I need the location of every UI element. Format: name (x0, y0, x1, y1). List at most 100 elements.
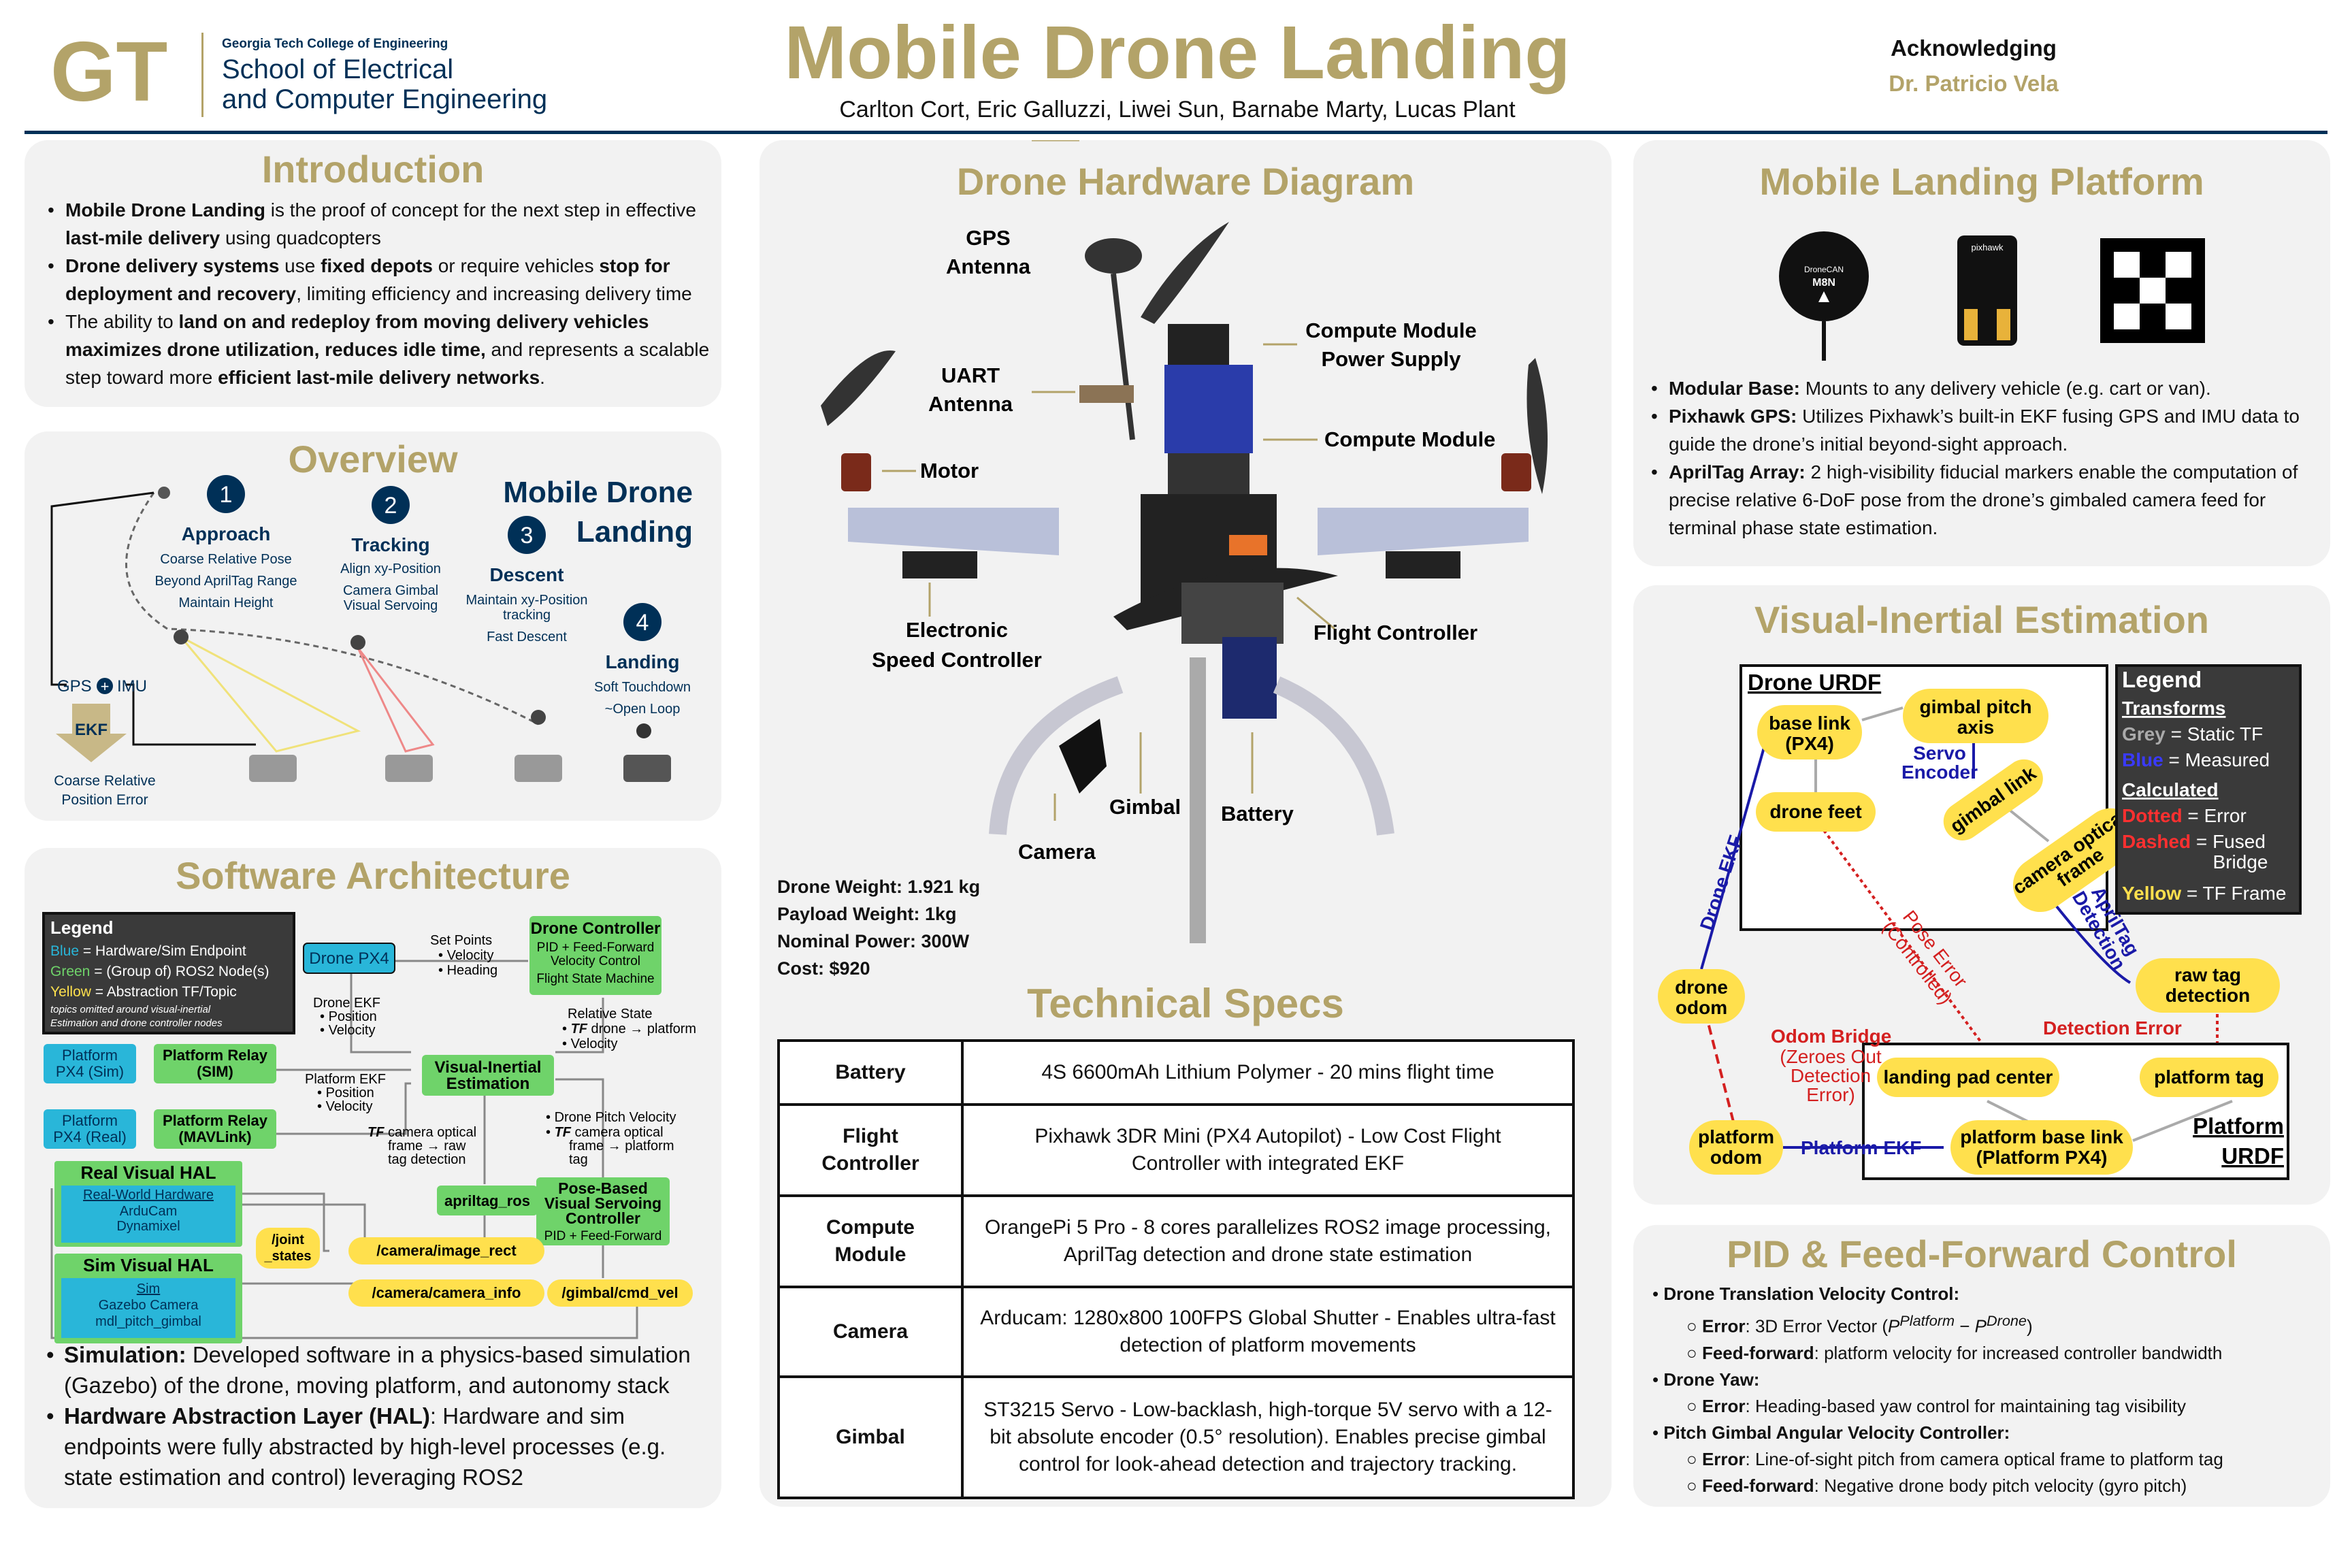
edge-pose-error (1814, 818, 1982, 1043)
gimbal-cmd-box (547, 1279, 693, 1307)
drone-icon-5 (636, 723, 651, 738)
setpoints-velocity: • Velocity (438, 948, 494, 963)
gps-antenna-part (1085, 238, 1142, 274)
software-legend-blue: Blue = Hardware/Sim Endpoint (50, 943, 246, 959)
vie-legend-dotted: Dotted = Error (2122, 805, 2247, 826)
step-4-line1: Soft Touchdown (594, 680, 691, 695)
vie-legend-title: Legend (2122, 667, 2202, 692)
uart-antenna-line1: UART (941, 363, 1000, 387)
real-hw-label: Real-World Hardware (83, 1188, 214, 1203)
raw-tag-line2: detection (2166, 985, 2250, 1006)
compute-power-supply-part (1168, 324, 1229, 365)
nominal-power: Nominal Power: 300W (777, 931, 970, 951)
step-3-line3: Fast Descent (487, 630, 567, 644)
platform-relay-sim-line2: (SIM) (197, 1063, 233, 1080)
camera-tf-line1: TF camera optical (368, 1125, 476, 1140)
intro-b3-bold: land on and redeploy from moving deliver… (65, 311, 649, 360)
platform-b2-text: Utilizes Pixhawk’s built-in EKF fusing G… (1669, 406, 2300, 455)
step-2-line3: Visual Servoing (344, 598, 438, 613)
arm-right (1318, 508, 1529, 555)
software-title: Software Architecture (176, 854, 570, 897)
step-3: 3 Descent Maintain xy-Position tracking … (466, 516, 587, 644)
drone-odom-line1: drone (1675, 977, 1728, 998)
drone-controller-line1: PID + Feed-Forward (537, 941, 655, 955)
gps-brand-text: DroneCAN (1804, 265, 1844, 274)
landing-gear-right (1273, 676, 1394, 836)
spec-value: ST3215 Servo - Low-backlash, high-torque… (961, 1375, 1575, 1499)
apriltag-ros-node: apriltag_ros (437, 1186, 538, 1215)
drone-cost: Cost: $920 (777, 958, 870, 979)
gimbal-pitch-line1: gimbal pitch (1920, 696, 2032, 717)
gimbal-part (1059, 719, 1107, 794)
platform-b1-bold: Modular Base: (1669, 378, 1800, 399)
base-link-line1: base link (1769, 713, 1850, 734)
platform-urdf-line1: Platform (2193, 1113, 2284, 1139)
intro-b3-text2: and represents a scalable step toward mo… (65, 339, 710, 388)
software-b1-bold: Simulation: (64, 1342, 186, 1367)
gps-antenna-line2: Antenna (946, 255, 1031, 278)
platform-px4-real-line1: Platform (62, 1112, 118, 1129)
software-bullet-1: Simulation: Developed software in a phys… (44, 1339, 717, 1401)
tracking-cone (357, 647, 435, 753)
camera-info-topic: /camera/camera_info (348, 1279, 544, 1307)
odom-bridge-label: Odom Bridge (1771, 1026, 1891, 1047)
drone-icon-4 (531, 710, 546, 725)
intro-bullet-3: The ability to land on and redeploy from… (45, 308, 719, 391)
flight-controller-label: Flight Controller (1313, 621, 1477, 644)
vie-legend-transforms: Transforms (2122, 698, 2226, 719)
platform-title: Mobile Landing Platform (1759, 160, 2204, 203)
platform-odom-line2: odom (1710, 1147, 1762, 1168)
apriltag-cell-1 (2114, 252, 2140, 278)
vie-diagram: Drone URDF Platform URDF base link (PX4)… (1658, 664, 2302, 1180)
platform-ekf-velocity: • Velocity (317, 1099, 373, 1114)
poster-title: Mobile Drone Landing (784, 11, 1571, 95)
compute-power-line1: Compute Module (1305, 318, 1476, 342)
software-b1-text: Developed software in a physics-based si… (64, 1342, 691, 1398)
pid-heading-gimbal: • Pitch Gimbal Angular Velocity Controll… (1652, 1422, 2010, 1443)
pid-feedforward-translation: ○ Feed-forward: platform velocity for in… (1686, 1342, 2223, 1363)
gt-logo: GT (50, 25, 167, 119)
vie-box (422, 1055, 554, 1096)
propeller-top (1141, 222, 1229, 324)
camera-label: Camera (1018, 840, 1096, 864)
school-name-line2: and Computer Engineering (222, 84, 548, 114)
setpoints-label: Set Points (430, 933, 492, 948)
intro-b2-text3: , limiting efficiency and increasing del… (296, 283, 692, 304)
platform-icon-1 (249, 755, 297, 782)
platform-relay-real-line1: Platform Relay (163, 1112, 268, 1129)
gps-puck (1779, 231, 1869, 321)
apriltag-cell-2 (2140, 278, 2166, 304)
platform-relay-sim-node: Platform Relay (SIM) (154, 1044, 276, 1083)
platform-b3-bold: AprilTag Array: (1669, 461, 1806, 483)
drone-controller-line3: Flight State Machine (536, 972, 654, 986)
vie-legend-box (2115, 664, 2302, 915)
header-rule (24, 131, 2328, 134)
step-2-name: Tracking (351, 534, 429, 555)
real-visual-hal: Real Visual HAL Real-World Hardware Ardu… (54, 1161, 242, 1247)
drone-odom-node (1658, 969, 1745, 1024)
poster-header: GT Georgia Tech College of Engineering S… (0, 0, 2352, 135)
vie-legend-blue: Blue = Measured (2122, 749, 2270, 770)
platform-base-link-line1: platform base link (1960, 1126, 2123, 1147)
software-bullets: Simulation: Developed software in a phys… (44, 1339, 717, 1492)
apriltag-ros-label: apriltag_ros (444, 1192, 530, 1209)
compute-module-label: Compute Module (1324, 427, 1495, 451)
software-legend-note1: topics omitted around visual-inertial (50, 1004, 211, 1015)
line-hal-loop (50, 1188, 638, 1339)
drone-icon-3 (350, 635, 365, 650)
odom-bridge-line2: (Zeroes Out (1780, 1046, 1882, 1067)
gimbal-cmd-topic: /gimbal/cmd_vel (547, 1279, 693, 1307)
payload-weight: Payload Weight: 1kg (777, 904, 957, 924)
propeller-right (1526, 358, 1548, 494)
drone-controller-line2: Velocity Control (551, 954, 640, 968)
platform-px4-real-node: Platform PX4 (Real) (44, 1109, 136, 1149)
drone-parts (821, 222, 1548, 943)
gps-mast (1111, 273, 1135, 440)
step-1: 1 Approach Coarse Relative Pose Beyond A… (154, 475, 297, 610)
vie-panel: Visual-Inertial Estimation Drone URDF Pl… (1633, 585, 2330, 1205)
apriltag-ros-box (437, 1186, 538, 1215)
raw-tag-node (2136, 958, 2280, 1013)
platform-bullet-2: Pixhawk GPS: Utilizes Pixhawk’s built-in… (1648, 402, 2326, 458)
pid-error-gimbal: ○ Error: Line-of-sight pitch from camera… (1686, 1448, 2223, 1469)
software-diagram: Legend Blue = Hardware/Sim Endpoint Gree… (42, 912, 696, 1343)
